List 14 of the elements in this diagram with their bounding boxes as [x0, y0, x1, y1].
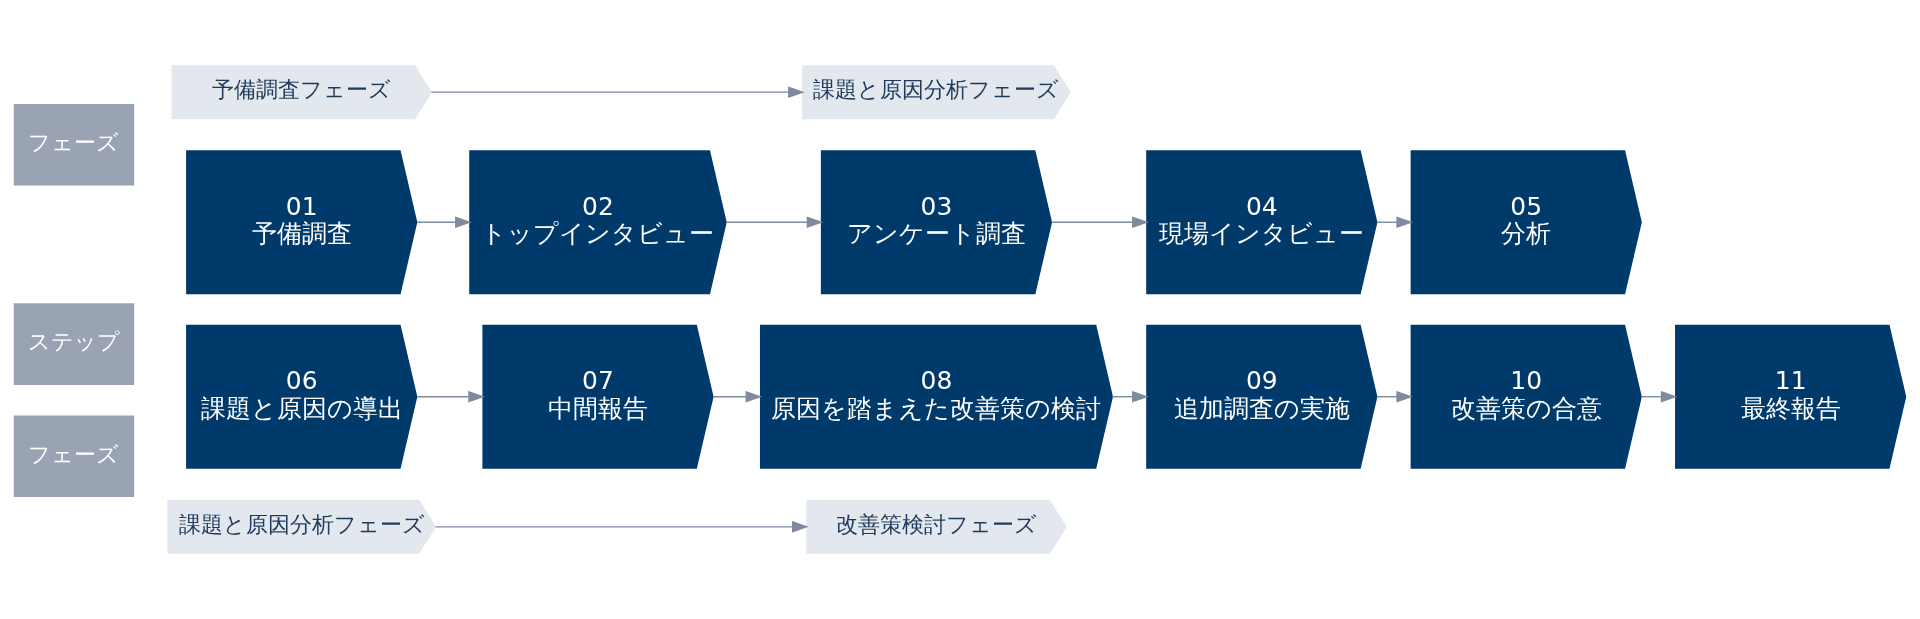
arrow [430, 86, 805, 98]
arrow [434, 521, 809, 533]
arrow [725, 216, 824, 229]
arrow [416, 216, 472, 229]
arrow [1376, 216, 1413, 229]
arrow [1640, 390, 1678, 403]
node-box: ステップ [13, 303, 135, 385]
arrow [1111, 390, 1149, 403]
arrow [1050, 216, 1149, 229]
node-box: フェーズ [13, 415, 135, 498]
arrow [712, 390, 763, 403]
arrow [1376, 390, 1413, 403]
arrow [416, 390, 485, 403]
node-box: フェーズ [13, 103, 135, 186]
